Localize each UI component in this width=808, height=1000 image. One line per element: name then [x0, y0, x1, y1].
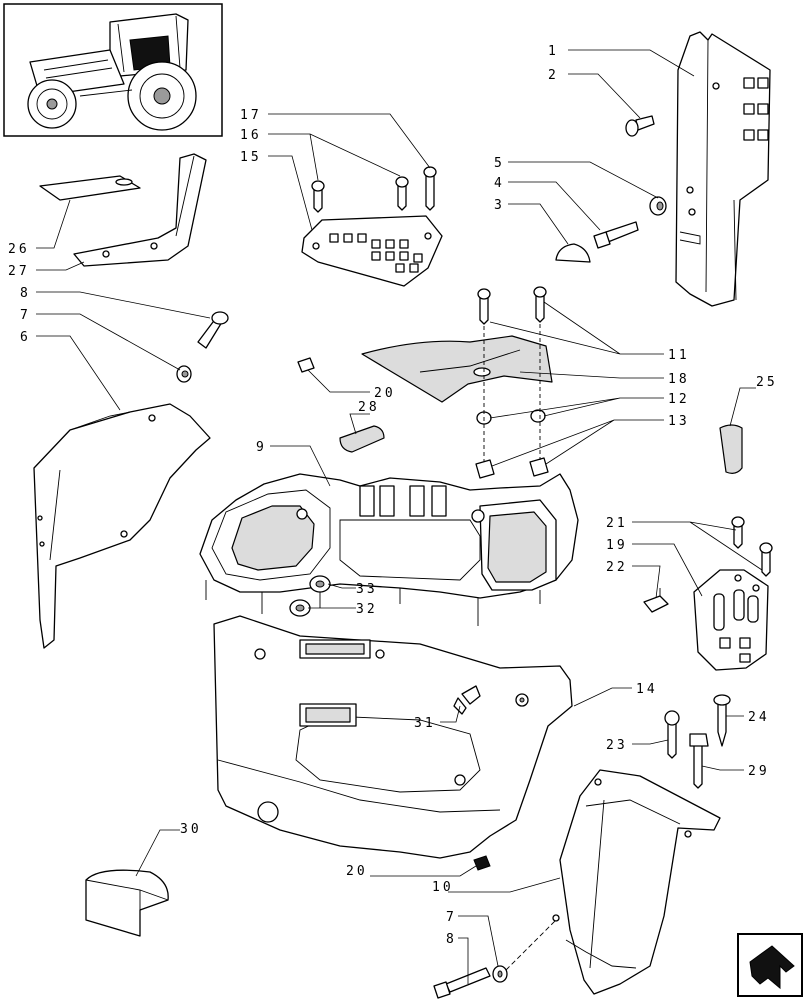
part-12-washers [476, 409, 546, 425]
part-8-bolt [197, 311, 229, 349]
part-18-cover [361, 335, 553, 403]
part-21-screws [731, 516, 773, 577]
label-7: 7 [20, 308, 31, 323]
part-9-console [199, 473, 579, 626]
part-28-handle [339, 425, 385, 453]
part-25-pad [719, 424, 743, 474]
label-30: 30 [180, 822, 202, 837]
part-32-grommet [289, 599, 311, 617]
label-28: 28 [358, 400, 380, 415]
part-17-screw [423, 166, 437, 211]
label-14: 14 [636, 682, 658, 697]
label-24: 24 [748, 710, 770, 725]
part-13-nuts [475, 457, 549, 479]
part-24-wood-screw [713, 694, 731, 747]
label-21: 21 [606, 516, 628, 531]
callout-labels: 1 2 5 4 3 17 16 15 26 27 8 7 6 9 11 18 1… [8, 44, 778, 947]
part-15-plate [301, 215, 443, 287]
part-26-pad [39, 175, 141, 201]
label-19: 19 [606, 538, 628, 553]
label-17: 17 [240, 108, 262, 123]
part-10-shield [552, 769, 721, 995]
label-25: 25 [756, 375, 778, 390]
label-20-upper: 20 [374, 386, 396, 401]
label-10: 10 [432, 880, 454, 895]
part-8-bolt-lower [433, 967, 491, 999]
part-19-plate [693, 569, 769, 671]
label-16: 16 [240, 128, 262, 143]
label-13: 13 [668, 414, 690, 429]
label-7-lower: 7 [446, 910, 457, 925]
part-27-bracket [73, 153, 207, 267]
leader-lines [36, 49, 763, 984]
part-29-bolt [689, 733, 709, 789]
part-33-grommet [309, 575, 331, 593]
part-2-screw [625, 115, 655, 137]
label-5: 5 [494, 156, 505, 171]
part-30-cap [85, 869, 169, 937]
label-8-lower: 8 [446, 932, 457, 947]
part-4-bolt [593, 221, 639, 249]
label-18: 18 [668, 372, 690, 387]
label-15: 15 [240, 150, 262, 165]
label-11: 11 [668, 348, 690, 363]
label-1: 1 [548, 44, 559, 59]
label-4: 4 [494, 176, 505, 191]
next-page-arrow-icon[interactable] [737, 933, 803, 997]
label-31: 31 [414, 716, 436, 731]
label-23: 23 [606, 738, 628, 753]
label-27: 27 [8, 264, 30, 279]
label-2: 2 [548, 68, 559, 83]
part-23-screw [664, 710, 680, 759]
part-1-bracket [675, 31, 771, 307]
label-29: 29 [748, 764, 770, 779]
label-33: 33 [356, 582, 378, 597]
part-14-panel [213, 615, 573, 859]
part-20-clip-upper [297, 357, 315, 373]
label-8: 8 [20, 286, 31, 301]
label-22: 22 [606, 560, 628, 575]
label-3: 3 [494, 198, 505, 213]
label-6: 6 [20, 330, 31, 345]
part-5-washer [649, 196, 667, 216]
label-32: 32 [356, 602, 378, 617]
label-12: 12 [668, 392, 690, 407]
part-16-screws [311, 176, 409, 213]
part-7-washer [176, 365, 192, 383]
part-3-cap [555, 243, 591, 263]
label-9: 9 [256, 440, 267, 455]
part-22-clip [643, 588, 669, 613]
label-20-lower: 20 [346, 864, 368, 879]
label-26: 26 [8, 242, 30, 257]
part-7-washer-lower [492, 965, 508, 983]
part-11-screws [477, 286, 547, 325]
part-6-cover [33, 403, 211, 649]
part-20-clip-lower [473, 855, 491, 871]
tractor-thumbnail-icon [3, 3, 223, 137]
